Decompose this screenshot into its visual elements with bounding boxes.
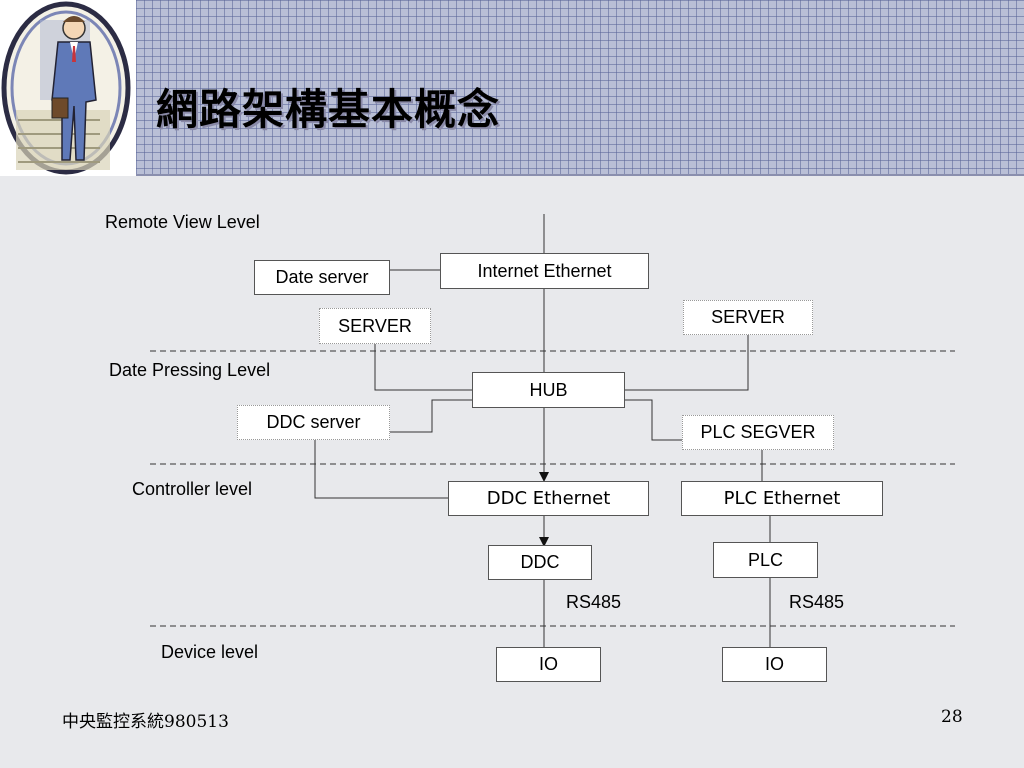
header-divider bbox=[0, 174, 1024, 176]
ddcserver-link bbox=[390, 399, 472, 433]
internet-ethernet-node: Internet Ethernet bbox=[440, 253, 649, 289]
ddc-ethernet-node: DDC Ethernet bbox=[448, 481, 649, 516]
date-server-node: Date server bbox=[254, 260, 390, 295]
rs485-right-label: RS485 bbox=[789, 592, 845, 612]
server-left-node: SERVER bbox=[319, 308, 431, 344]
ddcserver-ddceth-link bbox=[314, 440, 448, 499]
plc-ethernet-node: PLC Ethernet bbox=[681, 481, 883, 516]
header-banner bbox=[0, 0, 1024, 176]
plc-segver-node: PLC SEGVER bbox=[682, 415, 834, 450]
ddc-node: DDC bbox=[488, 545, 592, 580]
slide-title: 網路架構基本概念 bbox=[156, 85, 501, 134]
server-left-link bbox=[374, 344, 472, 391]
io-right-node: IO bbox=[722, 647, 827, 682]
remote-view-level-label: Remote View Level bbox=[105, 212, 260, 232]
footer-course-label: 中央監控系統980513 bbox=[62, 712, 229, 732]
date-pressing-level-label: Date Pressing Level bbox=[109, 360, 271, 380]
device-level-label: Device level bbox=[161, 642, 259, 662]
page-number: 28 bbox=[941, 707, 963, 727]
ddc-server-node: DDC server bbox=[237, 405, 390, 440]
rs485-left-label: RS485 bbox=[566, 592, 622, 612]
hub-node: HUB bbox=[472, 372, 625, 408]
controller-level-label: Controller level bbox=[132, 479, 253, 499]
plc-node: PLC bbox=[713, 542, 818, 578]
businessman-clipart bbox=[0, 0, 136, 176]
io-left-node: IO bbox=[496, 647, 601, 682]
server-right-link bbox=[625, 335, 749, 391]
plcsegver-link bbox=[625, 399, 682, 441]
server-right-node: SERVER bbox=[683, 300, 813, 335]
